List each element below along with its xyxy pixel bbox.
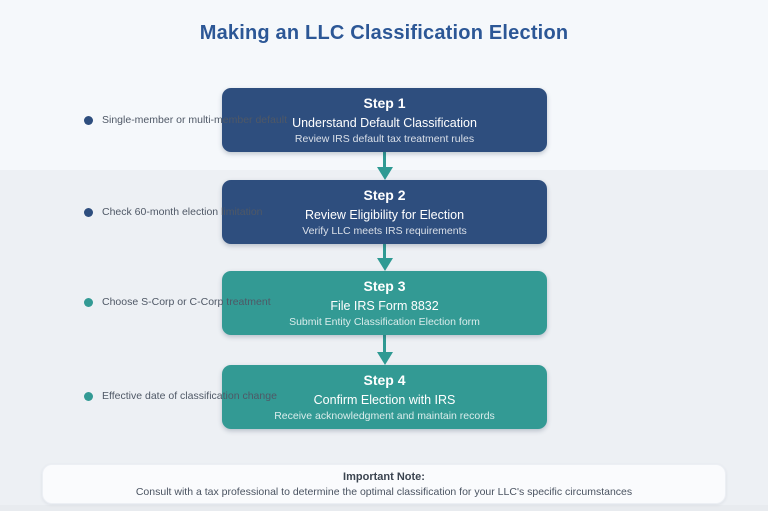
side-note-2: Check 60-month election limitation <box>84 204 263 220</box>
step-box-4: Step 4 Confirm Election with IRS Receive… <box>222 365 547 429</box>
step-1-number: Step 1 <box>363 95 406 111</box>
bullet-icon <box>84 391 93 401</box>
important-note-card: Important Note: Consult with a tax profe… <box>42 464 726 504</box>
side-note-4-label: Effective date of classification change <box>102 390 277 402</box>
side-note-3: Choose S-Corp or C-Corp treatment <box>84 294 271 310</box>
step-box-1: Step 1 Understand Default Classification… <box>222 88 547 152</box>
arrow-stem <box>383 152 386 167</box>
arrow-stem <box>383 335 386 352</box>
arrow-stem <box>383 244 386 258</box>
bullet-icon <box>84 297 93 307</box>
arrow-head <box>376 167 393 180</box>
arrow-down-icon <box>376 335 393 365</box>
step-2-title: Review Eligibility for Election <box>304 208 465 222</box>
step-box-2: Step 2 Review Eligibility for Election V… <box>222 180 547 244</box>
side-note-3-label: Choose S-Corp or C-Corp treatment <box>102 296 271 308</box>
step-box-3: Step 3 File IRS Form 8832 Submit Entity … <box>222 271 547 335</box>
bullet-icon <box>84 115 93 125</box>
step-4-subtitle: Receive acknowledgment and maintain reco… <box>274 410 495 422</box>
arrow-down-icon <box>376 244 393 271</box>
arrow-head <box>376 352 393 365</box>
important-note-body: Consult with a tax professional to deter… <box>135 485 633 498</box>
side-note-1: Single-member or multi-member default <box>84 112 287 128</box>
step-4-number: Step 4 <box>363 372 406 388</box>
side-note-4: Effective date of classification change <box>84 388 277 404</box>
arrow-down-icon <box>376 152 393 180</box>
important-note-title: Important Note: <box>343 470 425 483</box>
step-1-title: Understand Default Classification <box>292 116 477 130</box>
step-2-subtitle: Verify LLC meets IRS requirements <box>302 225 467 237</box>
background-bottom-band <box>0 505 768 511</box>
step-3-number: Step 3 <box>363 278 406 294</box>
step-2-number: Step 2 <box>363 187 406 203</box>
step-1-subtitle: Review IRS default tax treatment rules <box>294 133 475 145</box>
bullet-icon <box>84 207 93 217</box>
step-3-title: File IRS Form 8832 <box>330 299 439 313</box>
step-4-title: Confirm Election with IRS <box>313 393 456 407</box>
step-3-subtitle: Submit Entity Classification Election fo… <box>289 316 480 328</box>
arrow-head <box>376 258 393 271</box>
side-note-2-label: Check 60-month election limitation <box>102 206 263 218</box>
page-title: Making an LLC Classification Election <box>199 22 569 44</box>
side-note-1-label: Single-member or multi-member default <box>102 114 287 126</box>
